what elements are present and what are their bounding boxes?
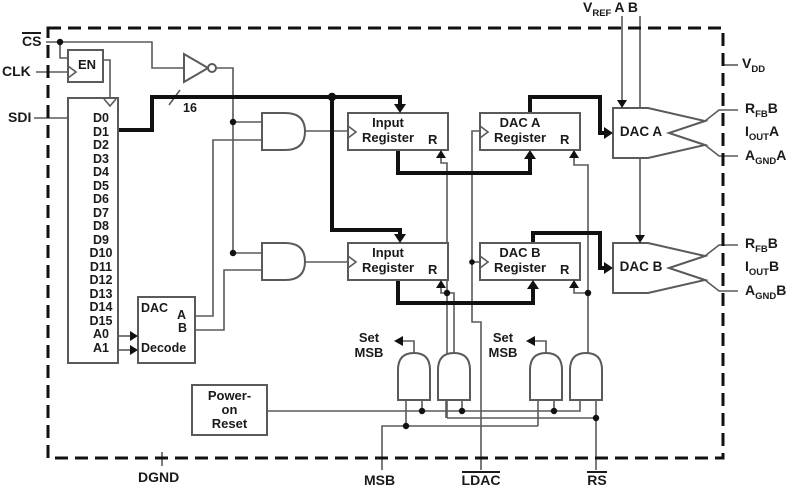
rfb-a-line bbox=[704, 109, 738, 122]
inverter-bubble bbox=[207, 63, 217, 73]
and-gate-a bbox=[261, 112, 307, 151]
dac-decode-block bbox=[137, 296, 196, 364]
bus-to-input-reg-a bbox=[118, 95, 402, 132]
set-msb-wire-1 bbox=[403, 340, 415, 353]
input-register-b-reset: R bbox=[428, 262, 438, 277]
pin-ldac: LDAC bbox=[461, 471, 501, 488]
dac-b-register-reset: R bbox=[560, 262, 570, 277]
decode-a-wire bbox=[195, 139, 262, 317]
pin-rs: RS bbox=[587, 471, 607, 488]
chip-boundary bbox=[46, 26, 725, 460]
blocks bbox=[67, 49, 709, 436]
dac-a-symbol bbox=[612, 107, 709, 159]
dac-a-label: DAC A bbox=[619, 124, 663, 139]
pin-iout-b: IOUTB bbox=[745, 258, 780, 278]
rfb-b-line bbox=[704, 244, 738, 257]
input-register-a-reset: R bbox=[428, 132, 438, 147]
cs-wire bbox=[46, 41, 184, 69]
bus-dacreg-a-to-dac-a bbox=[528, 95, 604, 135]
decode-a: A bbox=[177, 308, 187, 322]
pin-dgnd: DGND bbox=[138, 469, 180, 485]
data-bus bbox=[118, 95, 604, 305]
dac-a-reg-clock-triangle bbox=[479, 125, 490, 139]
input-reg-b-clock-triangle bbox=[347, 255, 358, 269]
bus-inreg-a-to-dacreg-a bbox=[396, 150, 532, 175]
dac-b-label: DAC B bbox=[619, 259, 663, 274]
dacreg-r-riser bbox=[573, 158, 589, 353]
pin-agnd-b: AGNDB bbox=[745, 282, 787, 302]
power-on-reset-block bbox=[191, 384, 268, 436]
en-clock-triangle bbox=[67, 65, 78, 79]
bus-width-label: 16 bbox=[183, 101, 197, 115]
pin-rfb-b: RFBB bbox=[745, 235, 778, 255]
shift-register-block bbox=[67, 97, 119, 364]
en-block bbox=[67, 49, 104, 83]
decode-b-wire bbox=[195, 269, 262, 331]
input-reg-a-clock-triangle bbox=[347, 125, 358, 139]
dac-a-register-reset: R bbox=[560, 132, 570, 147]
set-msb-wire-2 bbox=[535, 340, 547, 353]
dac-b-reg-clock-triangle bbox=[479, 255, 490, 269]
input-register-a-block bbox=[347, 112, 449, 151]
set-msb-gate-3 bbox=[529, 351, 563, 401]
dac-b-symbol bbox=[612, 242, 709, 294]
en-label: EN bbox=[77, 57, 97, 72]
pin-vdd: VDD bbox=[742, 55, 766, 75]
decode-word1: DAC bbox=[141, 301, 169, 315]
decode-word2: Decode bbox=[141, 341, 187, 355]
pin-sdi: SDI bbox=[8, 109, 32, 125]
pin-agnd-a: AGNDA bbox=[745, 147, 787, 167]
agnd-a-line bbox=[704, 144, 738, 157]
pin-iout-a: IOUTA bbox=[745, 123, 780, 143]
en-out-wire bbox=[103, 59, 111, 97]
msb-line bbox=[381, 425, 538, 470]
pin-rfb-a: RFBB bbox=[745, 100, 778, 120]
cs-en-branch bbox=[59, 42, 68, 59]
pin-clk: CLK bbox=[2, 63, 31, 79]
shift-register-clock-triangle bbox=[103, 98, 117, 108]
junction-dots bbox=[56, 38, 600, 430]
dac-b-register-block bbox=[479, 242, 581, 281]
set-msb-gate-4 bbox=[569, 351, 603, 401]
clock-inputs bbox=[67, 65, 490, 269]
bus-dacreg-b-to-dac-b bbox=[531, 231, 604, 270]
agnd-b-line bbox=[704, 279, 738, 292]
set-msb-gate-1 bbox=[397, 351, 431, 401]
pin-msb: MSB bbox=[364, 472, 396, 488]
por-line bbox=[267, 400, 581, 412]
ldac-riser bbox=[471, 130, 482, 470]
arrowheads bbox=[130, 100, 645, 355]
set-msb-gate-2 bbox=[437, 351, 471, 401]
inverter-net bbox=[216, 67, 262, 254]
dac-a-register-block bbox=[479, 112, 581, 151]
and-gate-b bbox=[261, 242, 307, 281]
input-register-b-block bbox=[347, 242, 449, 281]
bus-to-input-reg-b bbox=[330, 97, 402, 234]
bus-inreg-b-to-dacreg-b bbox=[396, 280, 535, 305]
decode-b: B bbox=[178, 321, 188, 335]
inverter-gate bbox=[183, 52, 210, 84]
pin-cs: CS bbox=[22, 32, 42, 49]
